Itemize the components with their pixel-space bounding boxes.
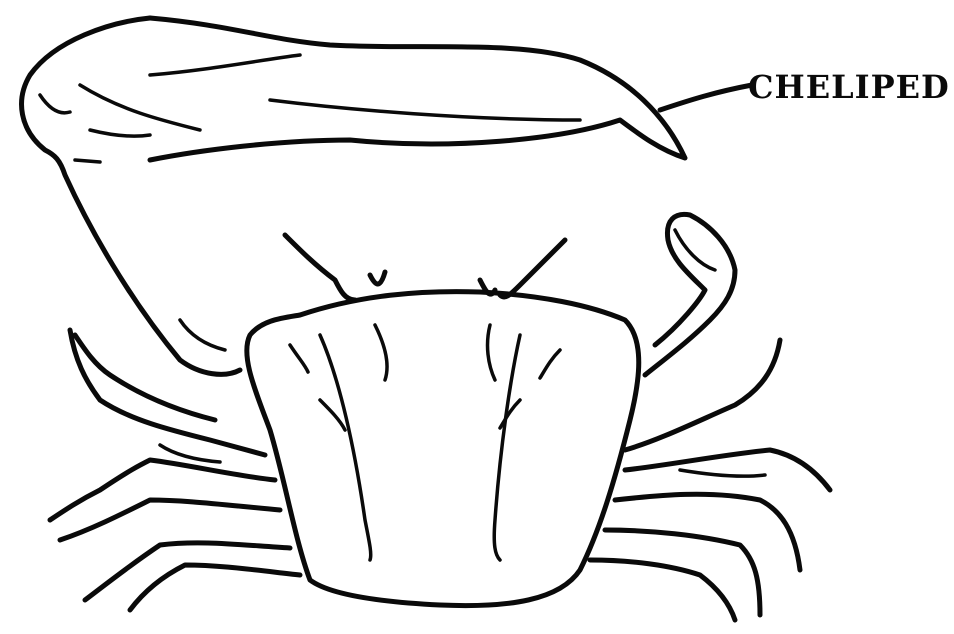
walking-legs-left — [50, 330, 300, 610]
cheliped-small-claw — [645, 214, 735, 375]
walking-legs-right — [590, 340, 830, 620]
cheliped-large-claw — [22, 18, 685, 374]
carapace — [247, 292, 639, 606]
leader-line — [660, 85, 752, 110]
label-cheliped: CHELIPED — [748, 68, 950, 106]
carapace-grooves — [290, 325, 560, 560]
